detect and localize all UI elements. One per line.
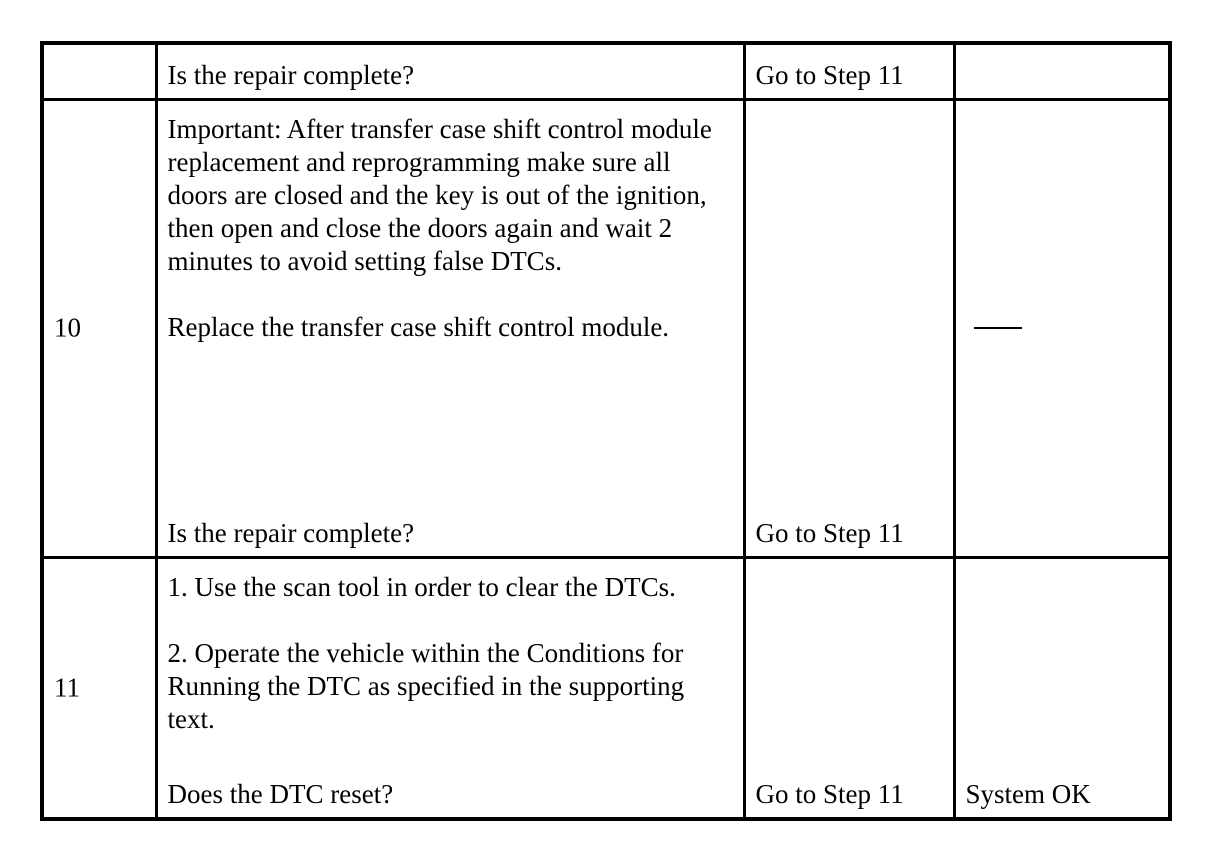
action-step-1: 1. Use the scan tool in order to clear t… <box>167 571 676 602</box>
action-question: Does the DTC reset? <box>167 779 394 809</box>
step-cell: 10 <box>40 97 158 559</box>
step-number: 10 <box>54 312 81 343</box>
no-cell: System OK <box>952 555 1172 821</box>
action-important-note: Important: After transfer case shift con… <box>167 113 712 276</box>
no-result: System OK <box>965 779 1091 809</box>
diagnostic-table: Is the repair complete? Go to Step 11 10 <box>40 41 1172 821</box>
no-cell <box>952 97 1172 559</box>
step-cell: 11 <box>40 555 158 821</box>
step-cell <box>40 41 158 101</box>
action-question: Is the repair complete? <box>167 517 415 548</box>
action-step-2: 2. Operate the vehicle within the Condit… <box>167 637 685 734</box>
yes-result: Go to Step 11 <box>755 517 904 548</box>
action-cell: 1. Use the scan tool in order to clear t… <box>154 555 746 821</box>
yes-cell: Go to Step 11 <box>742 555 956 821</box>
no-cell <box>952 41 1172 101</box>
action-cell: Important: After transfer case shift con… <box>154 97 746 559</box>
table-row: 11 1. Use the scan tool in order to clea… <box>40 555 1172 821</box>
yes-result: Go to Step 11 <box>755 59 904 90</box>
table-row: 10 Important: After transfer case shift … <box>40 97 1172 559</box>
action-instruction: Replace the transfer case shift control … <box>167 311 670 342</box>
action-cell: Is the repair complete? <box>154 41 746 101</box>
yes-result: Go to Step 11 <box>755 779 904 809</box>
yes-cell: Go to Step 11 <box>742 97 956 559</box>
step-number: 11 <box>54 672 80 703</box>
action-question: Is the repair complete? <box>167 59 415 90</box>
no-result-dash <box>973 327 1022 329</box>
table-row: Is the repair complete? Go to Step 11 <box>40 41 1172 101</box>
yes-cell: Go to Step 11 <box>742 41 956 101</box>
